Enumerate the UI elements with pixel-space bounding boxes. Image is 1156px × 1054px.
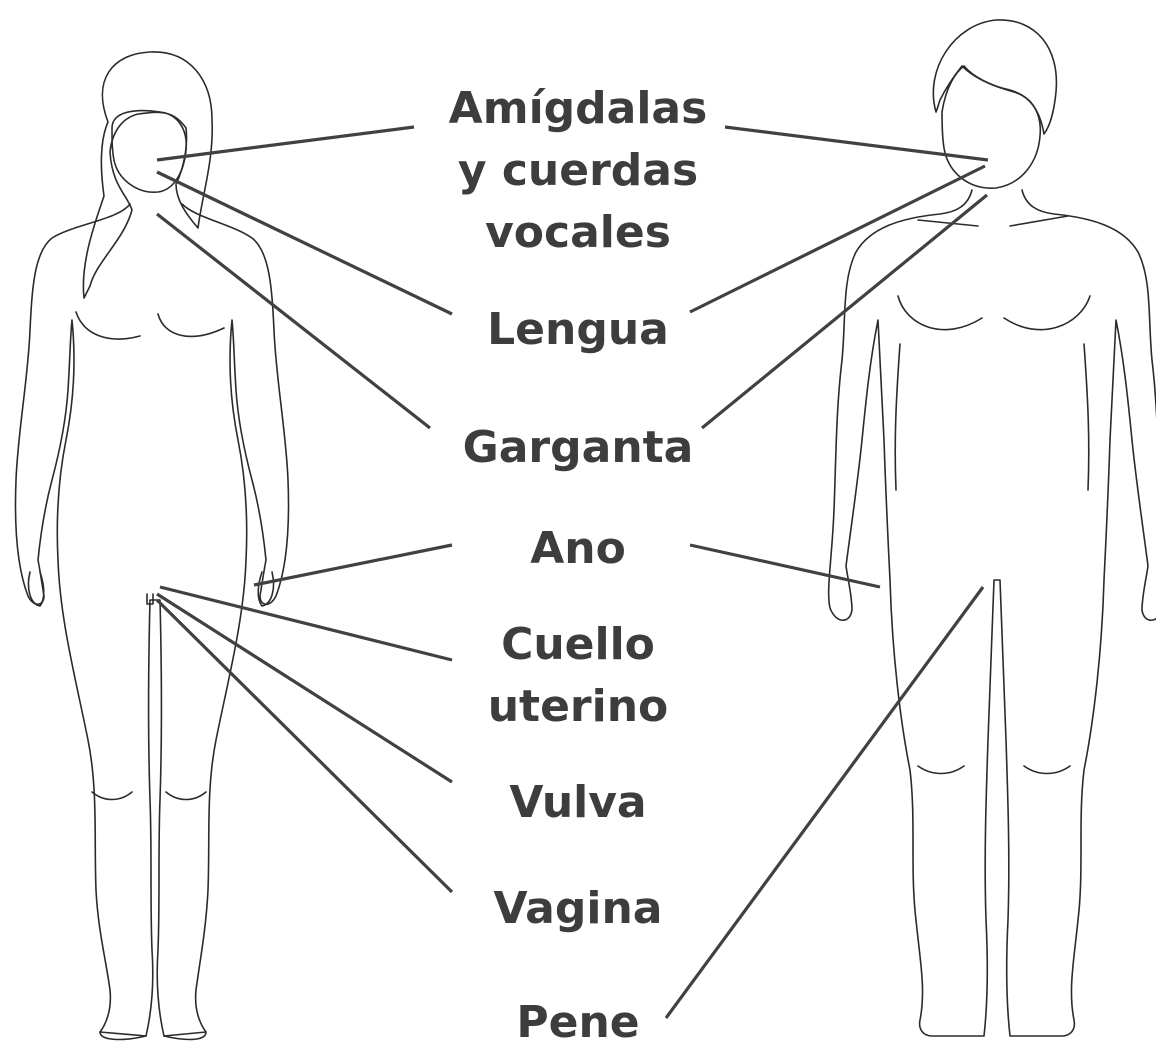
label-tonsils-line1: Amígdalas: [448, 83, 708, 134]
leader-vulva: [156, 592, 453, 784]
leader-tonsils-female: [156, 125, 415, 162]
male-collar-lines: [917, 215, 1069, 227]
leader-throat-female: [156, 212, 431, 430]
label-throat: Garganta: [462, 422, 694, 473]
leader-tongue-female: [156, 170, 453, 316]
female-crotch-mark: [146, 593, 154, 605]
label-vulva: Vulva: [509, 777, 647, 828]
female-feet: [99, 1031, 207, 1041]
female-body-outline: [14, 203, 290, 1037]
label-anus: Ano: [530, 523, 626, 574]
male-chest-line: [897, 295, 1091, 331]
leader-throat-male: [700, 193, 989, 430]
label-tonsils-vocal-cords: Amígdalas y cuerdas vocales: [0, 78, 1156, 264]
leader-tongue-male: [689, 164, 986, 314]
male-knee-lines: [917, 765, 1071, 775]
label-cervix-line1: Cuello: [501, 619, 655, 670]
female-chest-line: [75, 311, 225, 340]
leader-cervix: [159, 585, 453, 662]
label-vagina: Vagina: [493, 883, 663, 934]
female-hand-left: [27, 571, 45, 607]
leader-vagina: [155, 598, 454, 894]
female-knee-lines: [91, 791, 207, 801]
leader-anus-male: [689, 543, 881, 589]
label-tonsils-line2: y cuerdas: [457, 145, 699, 196]
male-arm-inner-lines: [894, 343, 1090, 491]
male-hair: [932, 19, 1058, 135]
leader-anus-female: [253, 543, 453, 587]
leader-lines: [155, 125, 989, 1019]
female-figure: [14, 51, 290, 1041]
female-face: [111, 109, 187, 193]
label-tonsils-line3: vocales: [485, 207, 671, 258]
label-tongue: Lengua: [487, 304, 669, 355]
label-cervix-line2: uterino: [487, 681, 669, 732]
label-penis: Pene: [516, 997, 640, 1048]
leader-penis: [664, 586, 985, 1019]
male-body-outline: [827, 189, 1156, 1037]
male-figure: [827, 19, 1156, 1037]
label-cervix: Cuello uterino: [0, 614, 1156, 738]
male-face: [941, 65, 1042, 189]
leader-tonsils-male: [724, 125, 989, 162]
